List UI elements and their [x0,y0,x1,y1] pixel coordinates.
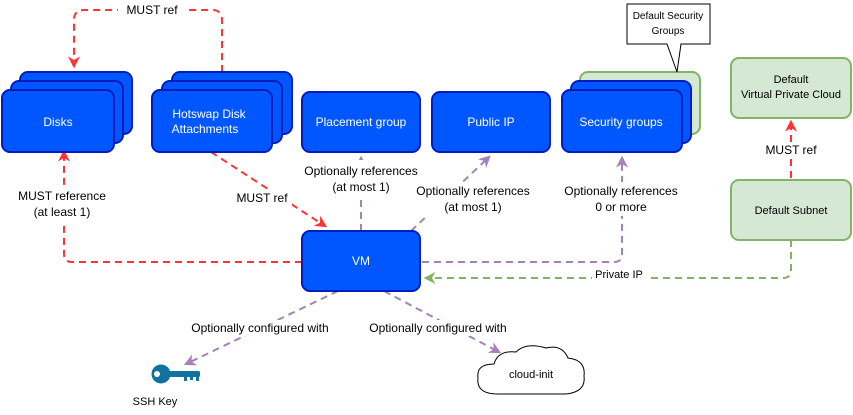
node-disks-label: Disks [43,115,72,129]
edge-vm-to-disks: MUST reference (at least 1) [10,149,302,263]
edge-label-vm-to-placement-line2: (at most 1) [332,180,389,194]
node-default-vpc[interactable]: Default Virtual Private Cloud [730,57,852,119]
node-vm[interactable]: VM [301,230,421,292]
node-vm-label: VM [352,254,370,268]
edge-label-vm-to-ssh: Optionally configured with [191,321,328,335]
edge-vm-to-security: Optionally references 0 or more [422,155,688,263]
node-hotswap-label-line2: Attachments [172,122,239,136]
edge-label-vm-to-placement-line1: Optionally references [304,164,417,178]
node-disks[interactable]: Disks [1,71,133,153]
edge-subnet-to-vpc: MUST ref [758,119,824,178]
node-default-subnet-label: Default Subnet [755,205,828,217]
node-hotswap-label-line1: Hotswap Disk [172,107,246,121]
edge-hotswap-to-disks: MUST ref [68,2,223,72]
node-public-ip[interactable]: Public IP [431,91,551,153]
callout-default-security-groups: Default Security Groups [626,3,711,73]
cloud-init-label: cloud-init [509,369,553,381]
edge-vm-to-cloudinit: Optionally configured with [360,290,516,354]
edge-label-hotswap-to-disks: MUST ref [126,3,178,17]
edge-subnet-to-vm: Private IP [423,240,792,284]
edge-vm-to-placement: Optionally references (at most 1) [294,155,428,231]
edge-hotswap-to-vm: MUST ref [210,151,328,228]
node-placement-group[interactable]: Placement group [301,91,421,153]
node-public-ip-label: Public IP [467,115,514,129]
edge-label-vm-to-disks-line2: (at least 1) [34,205,91,219]
edge-label-vm-to-publicip-line2: (at most 1) [444,200,501,214]
node-security-label: Security groups [579,115,662,129]
edge-vm-to-ssh: Optionally configured with [182,290,339,366]
node-default-subnet[interactable]: Default Subnet [730,179,852,241]
node-default-vpc-line1: Default [774,74,809,86]
node-hotswap-disk-attachments[interactable]: Hotswap Disk Attachments [151,71,293,153]
ssh-key-icon[interactable]: SSH Key [133,364,200,409]
edge-label-vm-to-cloudinit: Optionally configured with [369,321,506,335]
node-default-vpc-line2: Virtual Private Cloud [741,89,841,101]
edge-vm-to-publicip: Optionally references (at most 1) [406,155,540,232]
edge-label-vm-to-security-line2: 0 or more [595,200,647,214]
node-security-groups[interactable]: Security groups [561,71,701,153]
node-placement-label: Placement group [316,115,407,129]
edge-label-vm-to-security-line1: Optionally references [564,184,677,198]
edge-label-vm-to-publicip-line1: Optionally references [416,184,529,198]
callout-line2: Groups [652,26,685,37]
edge-label-vm-to-disks-line1: MUST reference [18,189,106,203]
callout-line1: Default Security [633,11,704,22]
edge-label-subnet-to-vpc: MUST ref [765,143,817,157]
cloud-init-icon[interactable]: cloud-init [477,345,585,395]
edge-label-subnet-to-vm: Private IP [595,269,643,281]
edge-label-hotswap-to-vm: MUST ref [236,191,288,205]
ssh-key-label: SSH Key [133,396,178,408]
